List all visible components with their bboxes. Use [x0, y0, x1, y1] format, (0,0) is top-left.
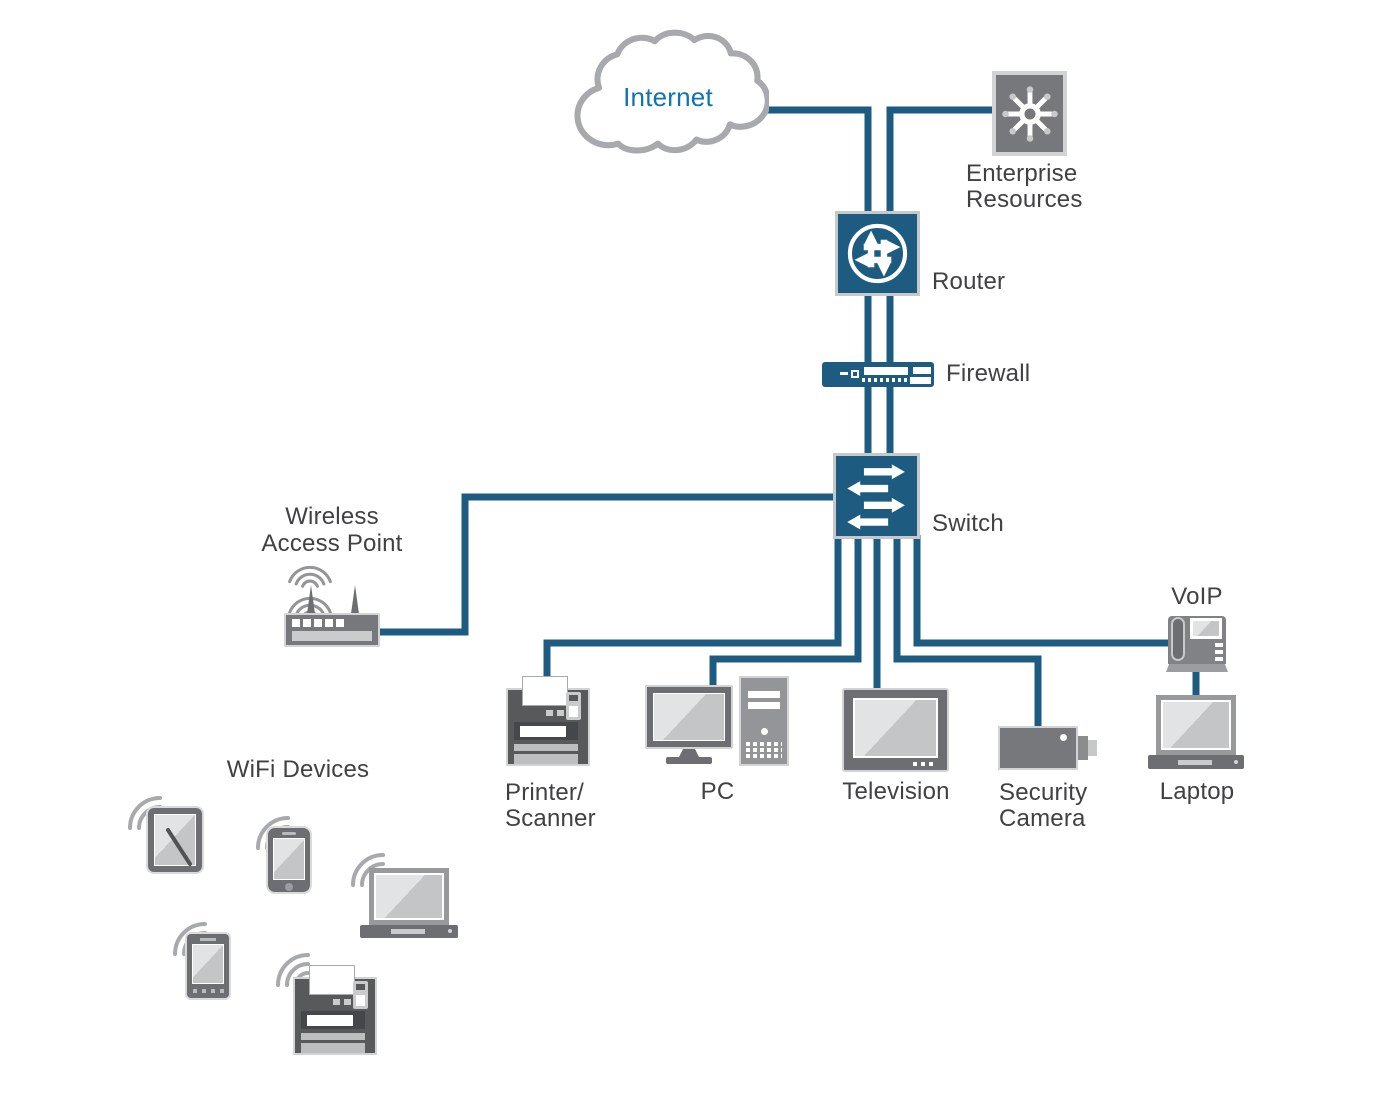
pc-tower: [739, 676, 789, 766]
antenna: [351, 585, 359, 614]
paper-tray: [514, 754, 578, 764]
pc-label: PC: [700, 778, 735, 805]
wifi-devices-label: WiFi Devices: [226, 756, 370, 783]
desk-phone-icon: [1166, 614, 1228, 672]
smartphone-icon: [268, 828, 310, 892]
tv-buttons: [913, 762, 937, 766]
link-switch-pc: [709, 535, 862, 694]
camera-body: [998, 726, 1078, 770]
desktop-pc-icon: [645, 676, 790, 771]
switch-label: Switch: [932, 510, 1004, 537]
wifi-waves-icon: [288, 565, 332, 588]
laptop-label: Laptop: [1159, 778, 1235, 805]
router-node: [835, 211, 920, 296]
tv-icon: [842, 688, 949, 772]
laptop-icon: [1148, 695, 1244, 771]
laptop-icon: [360, 868, 458, 939]
laptop-screen: [1156, 695, 1236, 755]
side-buttons: [1215, 643, 1223, 661]
switch-arrows-icon: [847, 464, 905, 530]
phone-screen: [1190, 618, 1222, 639]
monitor-base: [666, 757, 712, 764]
monitor-stand: [679, 749, 699, 757]
paper-sheet: [309, 965, 355, 995]
link-switch-voip: [913, 535, 1174, 647]
printer-scanner-label: Printer/ Scanner: [505, 779, 596, 832]
keypad: [1191, 643, 1212, 661]
camera-lens: [1078, 736, 1088, 760]
paper-tray: [301, 1033, 365, 1040]
camera-lens-tip: [1088, 740, 1097, 756]
wireless-access-point-icon: [282, 563, 382, 648]
cloud-icon: [574, 29, 769, 154]
stylus: [166, 828, 192, 866]
smartphone-icon: [187, 934, 229, 998]
switch-node: [833, 453, 920, 539]
television-label: Television: [842, 778, 950, 805]
paper-tray: [301, 1043, 365, 1053]
printer-panel: [353, 981, 368, 1009]
security-camera-icon: [998, 724, 1098, 772]
router-label: Router: [932, 268, 1006, 295]
output-slot: [514, 722, 578, 740]
link-switch-access-point: [378, 493, 838, 636]
firewall-appliance-icon: [822, 362, 934, 387]
laptop-base: [1148, 755, 1244, 769]
antenna: [307, 585, 315, 614]
laptop-base: [360, 925, 458, 938]
link-internet-router: [750, 106, 872, 216]
link-enterprise-router: [886, 106, 996, 216]
paper-sheet: [522, 676, 568, 706]
firewall-label: Firewall: [946, 360, 1031, 387]
enterprise-resources-label: Enterprise Resources: [966, 160, 1083, 213]
laptop-screen: [369, 868, 449, 925]
paper-tray: [514, 744, 578, 751]
security-camera-label: Security Camera: [999, 779, 1088, 832]
wireless-access-point-label: Wireless Access Point: [261, 503, 403, 557]
internet-label: Internet: [623, 82, 713, 112]
phone-base: [1166, 664, 1228, 672]
link-switch-printer: [543, 535, 842, 686]
enterprise-resources-node: [992, 71, 1067, 156]
tablet-icon: [148, 808, 202, 872]
sunburst-icon: [1001, 85, 1058, 142]
printer-icon: [291, 965, 381, 1058]
handset: [1171, 617, 1185, 661]
monitor: [645, 685, 733, 749]
printer-icon: [504, 676, 594, 769]
voip-label: VoIP: [1171, 583, 1223, 610]
link-switch-camera: [893, 535, 1042, 734]
router-arrows-icon: [847, 223, 908, 284]
access-point-body: [284, 613, 380, 647]
output-slot: [301, 1011, 365, 1029]
printer-panel: [566, 692, 581, 720]
